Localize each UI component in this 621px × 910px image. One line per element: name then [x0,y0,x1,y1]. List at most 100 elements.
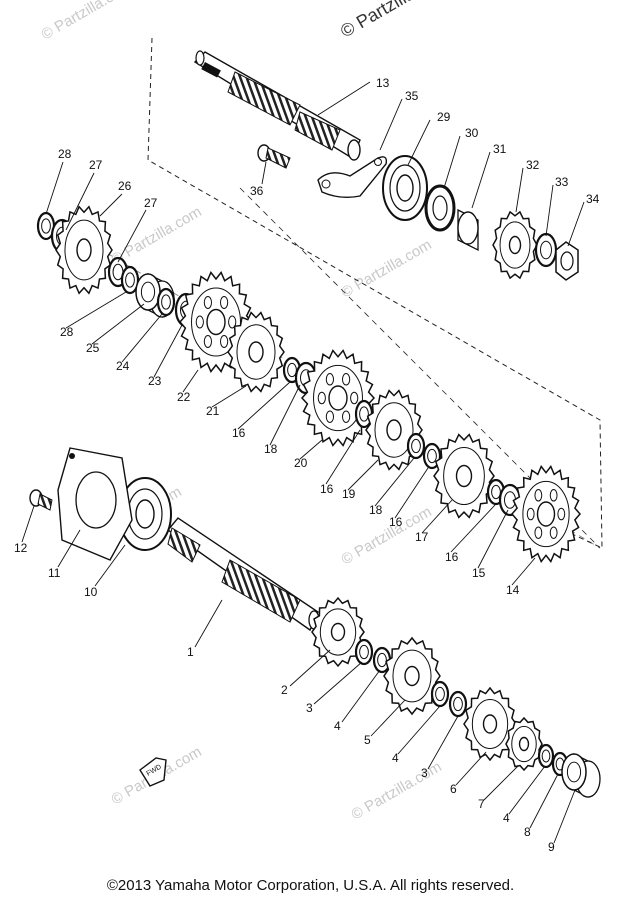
callout-25: 25 [86,341,100,355]
callout-24: 24 [116,359,130,373]
gear-26 [55,205,113,295]
leader-line [121,313,163,363]
leader-line [194,599,223,648]
axis-line [239,187,601,549]
callout-27: 27 [144,196,158,210]
watermark: © Partzilla.com [39,0,135,43]
callout-32: 32 [526,158,540,172]
leader-line [99,193,123,217]
oil-seal-30 [424,184,456,232]
gear-6 [463,686,517,762]
gear-20 [300,349,376,447]
leader-line [237,381,291,430]
callout-30: 30 [465,126,479,140]
gear-7 [505,716,543,772]
callout-19: 19 [342,487,356,501]
leader-line [471,151,491,209]
leader-line [397,705,441,755]
leader-line [379,98,403,151]
callout-9: 9 [548,840,555,854]
bearing-29 [382,155,428,221]
watermark: © Partzilla.com [109,203,205,268]
collar-31 [457,208,479,252]
leader-line [94,544,126,587]
leader-line [211,385,247,408]
leader-line [508,765,546,815]
leader-line [443,135,461,189]
fwd-arrow: FWD [139,757,167,787]
callout-16: 16 [320,482,334,496]
leader-line [65,172,95,231]
watermark: © Partzilla.com [339,236,435,301]
callout-18: 18 [369,503,383,517]
gear-14 [511,465,581,563]
stopper-plate-35 [317,156,388,199]
circlip-4 [537,743,555,769]
callout-10: 10 [84,585,98,599]
leader-line [325,429,361,485]
callout-21: 21 [206,404,220,418]
leader-line [370,699,406,737]
leader-line [553,789,576,844]
callout-28: 28 [58,147,72,161]
callout-4: 4 [334,719,341,733]
callout-29: 29 [437,110,451,124]
washer-3 [448,690,468,718]
leader-line [261,161,267,185]
washer-18 [406,432,426,460]
circlip-16 [354,399,374,429]
leader-line [21,505,35,543]
callout-14: 14 [506,583,520,597]
callout-11: 11 [48,566,61,580]
callout-12: 12 [14,541,28,555]
lock-washer-33 [534,232,558,268]
callout-3: 3 [306,701,313,715]
callout-34: 34 [586,192,600,206]
callout-13: 13 [376,76,390,90]
callout-16: 16 [232,426,246,440]
leader-line [567,201,585,247]
callout-6: 6 [450,782,457,796]
callout-7: 7 [478,797,485,811]
callout-33: 33 [555,175,569,189]
leader-line [313,661,363,705]
copyright-notice: ©2013 Yamaha Motor Corporation, U.S.A. A… [106,877,515,894]
leader-line [317,81,371,116]
callout-28: 28 [60,325,74,339]
leader-line [455,751,487,786]
bearing-10 [118,477,172,551]
leader-line [153,324,183,378]
callout-17: 17 [415,530,429,544]
callout-labels: 1 2 3 4 5 4 3 6 7 4 8 9 10 11 12 13 14 1… [14,76,600,854]
circlip-4 [430,680,450,708]
leader-line [289,649,331,687]
callout-2: 2 [281,683,288,697]
callout-16: 16 [445,550,459,564]
leader-line [182,369,199,393]
callout-22: 22 [177,390,191,404]
callout-35: 35 [405,89,419,103]
main-axle [166,517,320,632]
callout-1: 1 [187,645,194,659]
callout-18: 18 [264,442,278,456]
callout-36: 36 [250,184,264,198]
sprocket-32 [492,210,538,280]
leader-line [407,119,431,166]
leader-line [91,303,145,345]
watermark: © Partzilla.com [349,758,445,823]
leader-line [45,161,64,215]
bearing-retainer-11 [57,447,133,561]
bolt-36 [257,144,291,169]
leader-line [421,499,453,534]
callout-16: 16 [389,515,403,529]
nut-34 [555,241,579,281]
leader-line [65,291,127,329]
leader-line [511,557,536,586]
leader-line [477,509,509,569]
corner-watermark: © Partzilla [337,0,419,41]
leader-line [427,715,459,770]
callout-26: 26 [118,179,132,193]
callout-27: 27 [89,158,103,172]
